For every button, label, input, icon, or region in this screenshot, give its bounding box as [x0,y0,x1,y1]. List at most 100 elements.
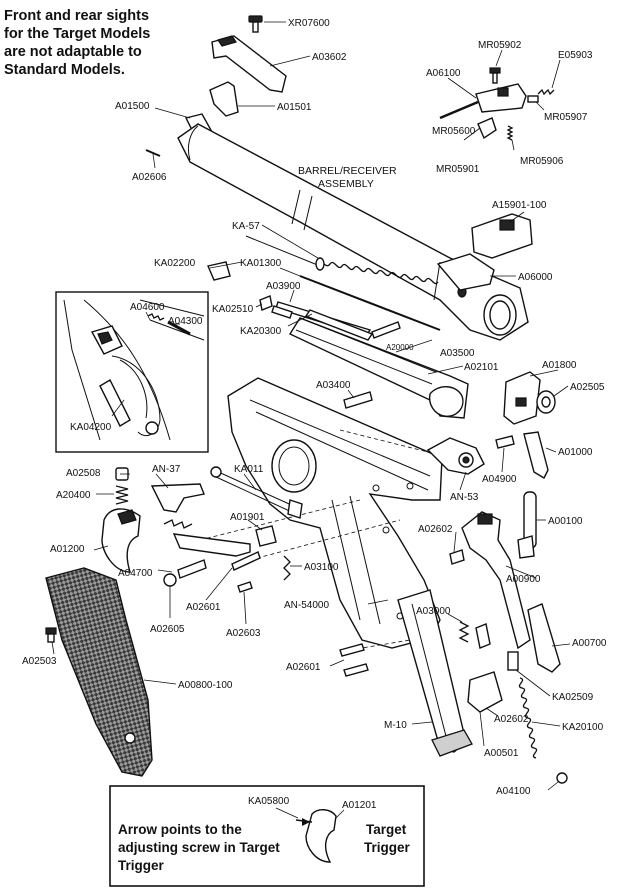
bushing-a02505 [536,390,556,414]
label-a02503: A02503 [22,656,57,667]
label-a00900: A00900 [506,574,541,585]
pin-a04700 [163,559,207,587]
spring-e05903 [537,59,561,96]
screw-mr05907 [527,95,545,111]
label-ka011: KA011 [234,464,264,475]
label-a02601-bottom: A02601 [286,662,321,673]
bolt-stop-ka02200 [207,261,231,281]
label-mr05907: MR05907 [544,112,588,123]
label-a02602-bottom: A02602 [494,714,529,725]
inset-detail-box [55,291,209,453]
bolt-a02101 [288,317,469,419]
label-a01501: A01501 [277,102,312,113]
hammer-an-53 [426,437,485,475]
label-an-53: AN-53 [450,492,479,503]
pin-a02603 [237,581,253,593]
screw-mr05902 [489,67,501,84]
ring-a04100 [556,772,568,784]
barrel-receiver-assembly [177,123,529,341]
target-trigger-a01201 [305,809,337,863]
note-line-4: Standard Models. [4,62,125,78]
label-ka01300: KA01300 [240,258,282,269]
screw-a02503 [45,627,57,643]
pin-a04900 [495,435,515,449]
slide-lever-a00900 [461,511,531,650]
sight-base-a06000 [436,253,516,291]
sight-a01501 [209,81,275,117]
label-a03500: A03500 [440,348,475,359]
label-xr07600: XR07600 [288,18,330,29]
label-a01200: A01200 [50,544,85,555]
target-trigger-title-2: Trigger [364,840,411,855]
latch-a00501 [467,671,503,713]
label-ka02200: KA02200 [154,258,196,269]
label-a01901: A01901 [230,512,265,523]
note-line-1: Front and rear sights [4,8,149,24]
pin-a00100 [517,491,537,559]
sear-an-37 [150,483,205,513]
label-a02606: A02606 [132,172,167,183]
guide-rod-ka01300 [299,275,441,331]
label-a02605: A02605 [150,624,185,635]
label-a01000: A01000 [558,447,593,458]
label-a02101: A02101 [464,362,499,373]
pins-a02601-bottom [339,643,369,677]
label-a04600: A04600 [130,302,165,313]
label-assembly-line-2: ASSEMBLY [318,178,374,190]
magazine-m-10 [397,589,473,757]
label-ka05800: KA05800 [248,796,290,807]
label-ka20100: KA20100 [562,722,604,733]
target-sight-a15901-100 [471,213,533,259]
target-trigger-title-1: Target [366,822,407,837]
pin-a02601-top [231,551,261,571]
spring-ka011 [210,466,303,519]
label-mr05901: MR05901 [436,164,480,175]
spring-ka20100 [518,677,538,759]
label-an-37: AN-37 [152,464,181,475]
label-a00700: A00700 [572,638,607,649]
grip-panel-a00800-100 [45,567,153,777]
label-a02505: A02505 [570,382,605,393]
label-ka20300: KA20300 [240,326,282,337]
sight-base-a03602 [211,35,311,93]
label-a01201: A01201 [342,800,377,811]
arrow-icon [302,818,310,826]
label-ka-57: KA-57 [232,221,260,232]
label-a20000: A20000 [386,343,414,352]
target-trigger-note-box: KA05800 A01201 Arrow points to the adjus… [109,785,425,887]
lever-a01000 [523,431,549,479]
pin-a03400 [343,391,373,409]
label-a03400: A03400 [316,380,351,391]
label-a06000: A06000 [518,272,553,283]
label-ka02510: KA02510 [212,304,254,315]
label-a03602: A03602 [312,52,347,63]
spring-a03000 [458,621,491,649]
label-ka04200: KA04200 [70,422,112,433]
label-a03900: A03900 [266,281,301,292]
spring-a20400 [115,485,129,505]
sight-blade-mr05901 [477,117,497,140]
label-a00800-100: A00800-100 [178,680,233,691]
label-a01500: A01500 [115,101,150,112]
pin-ka20300 [304,309,374,341]
label-mr05906: MR05906 [520,156,564,167]
recoil-spring-ka-57 [245,235,439,285]
label-an-54000: AN-54000 [284,600,329,611]
trigger-a01200 [101,508,141,573]
label-a03000: A03000 [416,606,451,617]
spring-mr05906 [506,125,514,141]
label-a04700: A04700 [118,568,153,579]
label-a04900: A04900 [482,474,517,485]
label-m-10: M-10 [384,720,407,731]
pin-a02606 [145,149,161,169]
trigger-note-line-1: Arrow points to the [118,822,242,837]
label-a02508: A02508 [66,468,101,479]
trigger-note-line-2: adjusting screw in Target [118,840,280,855]
label-assembly-line-1: BARREL/RECEIVER [298,165,397,177]
rear-sight-a06100 [447,77,527,113]
pin-a02602-top [449,549,465,565]
label-ka02509: KA02509 [552,692,594,703]
extractor-ka02510 [259,295,293,319]
label-a20400: A20400 [56,490,91,501]
label-a15901-100: A15901-100 [492,200,547,211]
